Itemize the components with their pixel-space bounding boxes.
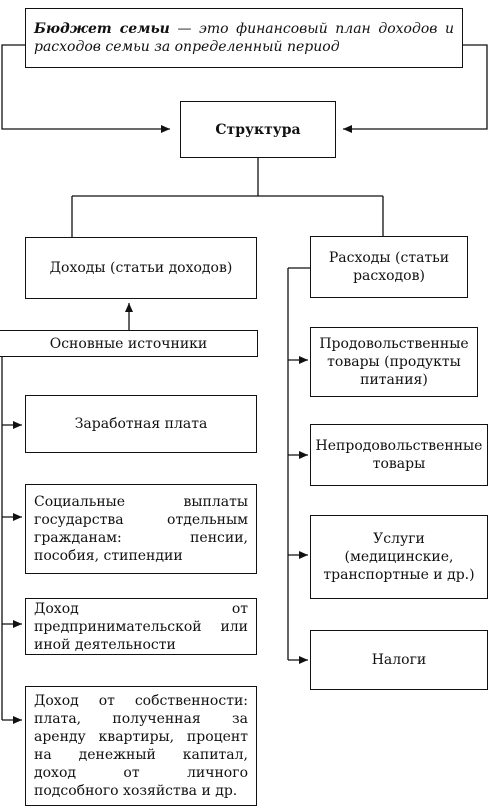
income-item-label: Доход от собственности: плата, полученна… (34, 693, 248, 799)
definition-term: Бюджет семьи (34, 21, 170, 37)
structure-label: Структура (215, 121, 301, 138)
income-item-label: Доход от предпринимательской или иной де… (34, 600, 248, 653)
structure-box: Структура (180, 101, 336, 158)
definition-body: — это финансовый план доходов и расходов… (34, 21, 454, 55)
income-item-label: Социальные выплаты государства отдельным… (34, 494, 248, 564)
expense-item-label: Продовольственные товары (продукты питан… (319, 336, 469, 388)
expense-item-nonfood: Непродовольственные товары (310, 424, 488, 486)
sources-label: Основные источники (49, 335, 208, 352)
expense-item-label: Непродовольственные товары (315, 438, 483, 472)
income-item-salary: Заработная плата (25, 395, 257, 453)
definition-right-connector (343, 44, 488, 133)
expenses-box: Расходы (статьи расходов) (310, 236, 468, 298)
expense-item-services: Услуги (медицинские, транспортные и др.) (310, 515, 488, 599)
definition-text: Бюджет семьи — это финансовый план доход… (34, 20, 454, 56)
definition-box: Бюджет семьи — это финансовый план доход… (25, 8, 463, 68)
sources-box: Основные источники (0, 330, 258, 357)
income-item-social: Социальные выплаты государства отдельным… (25, 484, 257, 574)
income-box: Доходы (статьи доходов) (25, 237, 257, 299)
expenses-title: Расходы (статьи расходов) (328, 250, 450, 284)
definition-left-connector (1, 44, 170, 133)
expense-item-food: Продовольственные товары (продукты питан… (310, 327, 478, 397)
income-item-business: Доход от предпринимательской или иной де… (25, 598, 257, 655)
expense-item-taxes: Налоги (310, 630, 488, 690)
expense-item-label: Налоги (371, 652, 427, 668)
income-title: Доходы (статьи доходов) (49, 260, 233, 276)
income-item-label: Заработная плата (74, 416, 208, 432)
expense-item-label: Услуги (медицинские, транспортные и др.) (323, 531, 475, 583)
income-item-property: Доход от собственности: плата, полученна… (25, 686, 257, 806)
